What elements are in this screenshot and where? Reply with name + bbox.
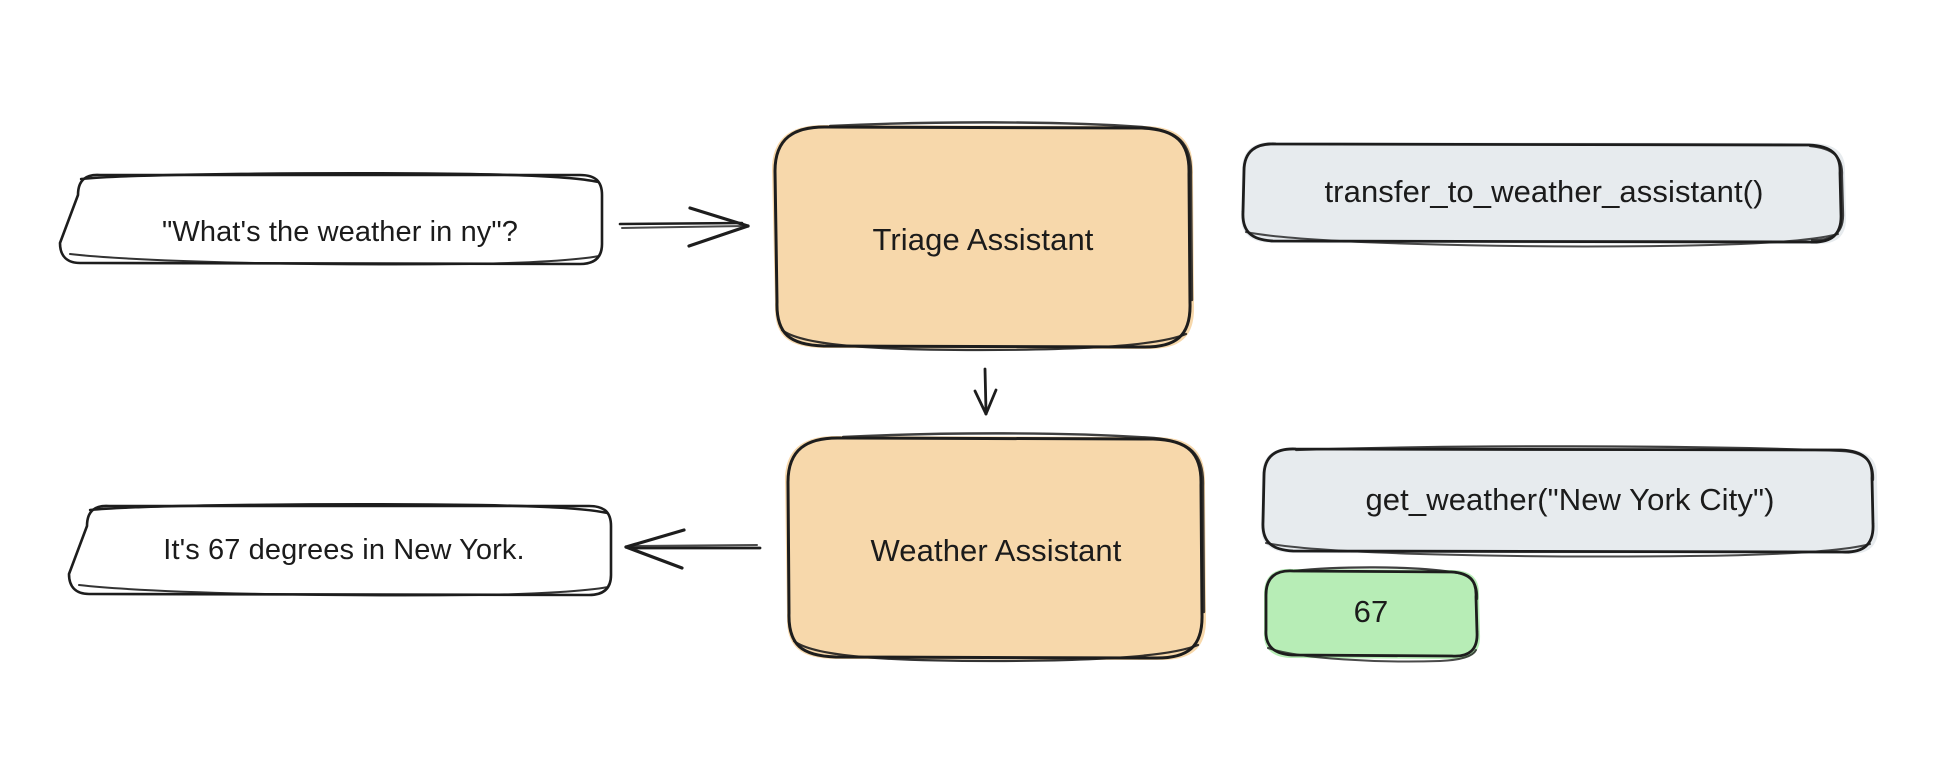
node-user-question[interactable] bbox=[58, 172, 604, 266]
node-final-answer[interactable] bbox=[67, 503, 613, 597]
node-weather-result[interactable] bbox=[1263, 566, 1481, 663]
node-transfer-tool[interactable] bbox=[1240, 141, 1847, 248]
node-weather-assistant[interactable] bbox=[785, 432, 1207, 663]
edge-question-to-triage-arrow bbox=[618, 206, 750, 248]
edge-triage-to-weather-arrow bbox=[973, 367, 998, 416]
edge-weather-to-answer-arrow bbox=[624, 528, 762, 570]
node-triage-assistant[interactable] bbox=[772, 121, 1195, 352]
node-weather-tool[interactable] bbox=[1260, 445, 1879, 558]
